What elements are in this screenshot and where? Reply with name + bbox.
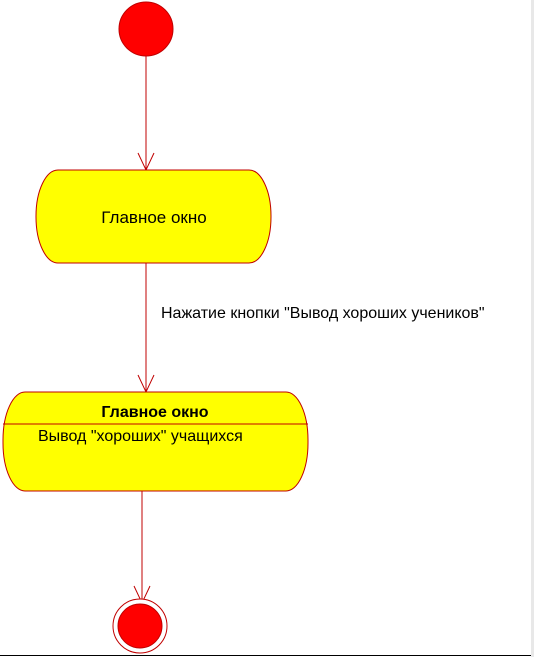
- final-state-node: [117, 603, 163, 649]
- state-good-students-title: Главное окно: [101, 404, 208, 421]
- state-main-window: [35, 169, 272, 264]
- transition-label: Нажатие кнопки "Вывод хороших учеников": [161, 305, 485, 322]
- state-good-students-activity: Вывод "хороших" учащихся: [38, 428, 243, 445]
- state-main-window-label: Главное окно: [101, 208, 206, 227]
- initial-state-node: [118, 1, 174, 57]
- right-edge: [531, 0, 534, 657]
- state-good-students: [2, 391, 309, 492]
